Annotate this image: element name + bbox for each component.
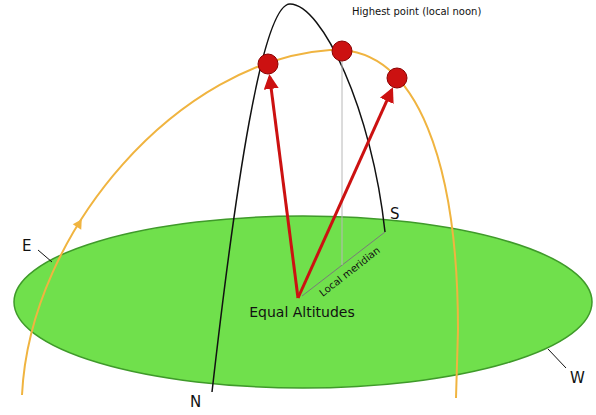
noon-drop-line <box>342 61 343 265</box>
compass-label: N <box>190 394 201 411</box>
meridian-arc <box>212 4 385 392</box>
compass-label: W <box>570 370 585 387</box>
noon-label: Highest point (local noon) <box>352 6 481 18</box>
sun-path <box>22 50 458 398</box>
horizon-plane <box>14 216 592 388</box>
compass-label: E <box>22 238 31 255</box>
sun-path-direction <box>73 217 86 230</box>
sun-position <box>258 54 278 74</box>
altitude-label: Equal Altitudes <box>249 304 355 320</box>
meridian-label: Local meridian <box>317 245 382 299</box>
sun-position <box>387 68 407 88</box>
altitude-arrow <box>270 77 298 298</box>
west-tick <box>548 349 566 368</box>
sun-position <box>332 41 352 61</box>
east-tick <box>38 250 52 262</box>
compass-label: S <box>390 206 400 223</box>
